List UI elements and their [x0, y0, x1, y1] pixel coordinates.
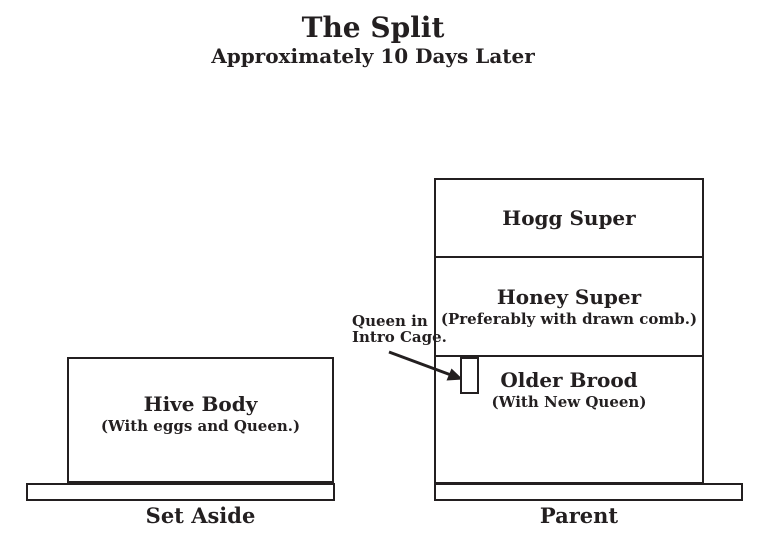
- hogg-super-label: Hogg Super: [502, 205, 636, 230]
- hive-body-label: Hive Body: [143, 392, 258, 416]
- honey-super-label: Honey Super: [496, 285, 642, 309]
- intro-cage-annotation: Queen in Intro Cage.: [352, 312, 447, 346]
- honey-super-section: Honey Super (Preferably with drawn comb.…: [436, 258, 702, 357]
- honey-super-sublabel: (Preferably with drawn comb.): [440, 310, 698, 328]
- diagram-subtitle: Approximately 10 Days Later: [211, 44, 535, 69]
- older-brood-sublabel: (With New Queen): [491, 393, 647, 411]
- parent-caption: Parent: [539, 503, 619, 528]
- annotation-line-2: Intro Cage.: [352, 327, 447, 346]
- hogg-super-section: Hogg Super: [436, 180, 702, 258]
- annotation-line-1: Queen in: [352, 312, 428, 330]
- set-aside-bottom-board: [26, 483, 335, 501]
- parent-hive-stack: Hogg Super Honey Super (Preferably with …: [434, 178, 704, 484]
- parent-bottom-board: [434, 483, 743, 501]
- diagram-title: The Split: [301, 11, 445, 44]
- older-brood-section: Older Brood (With New Queen): [436, 357, 702, 482]
- set-aside-caption: Set Aside: [145, 503, 256, 528]
- older-brood-label: Older Brood: [500, 368, 638, 392]
- set-aside-hive-body-box: Hive Body (With eggs and Queen.): [67, 357, 334, 483]
- title-block: The Split Approximately 10 Days Later: [0, 11, 746, 69]
- queen-intro-cage-box: [460, 357, 479, 394]
- hive-body-sublabel: (With eggs and Queen.): [100, 417, 301, 435]
